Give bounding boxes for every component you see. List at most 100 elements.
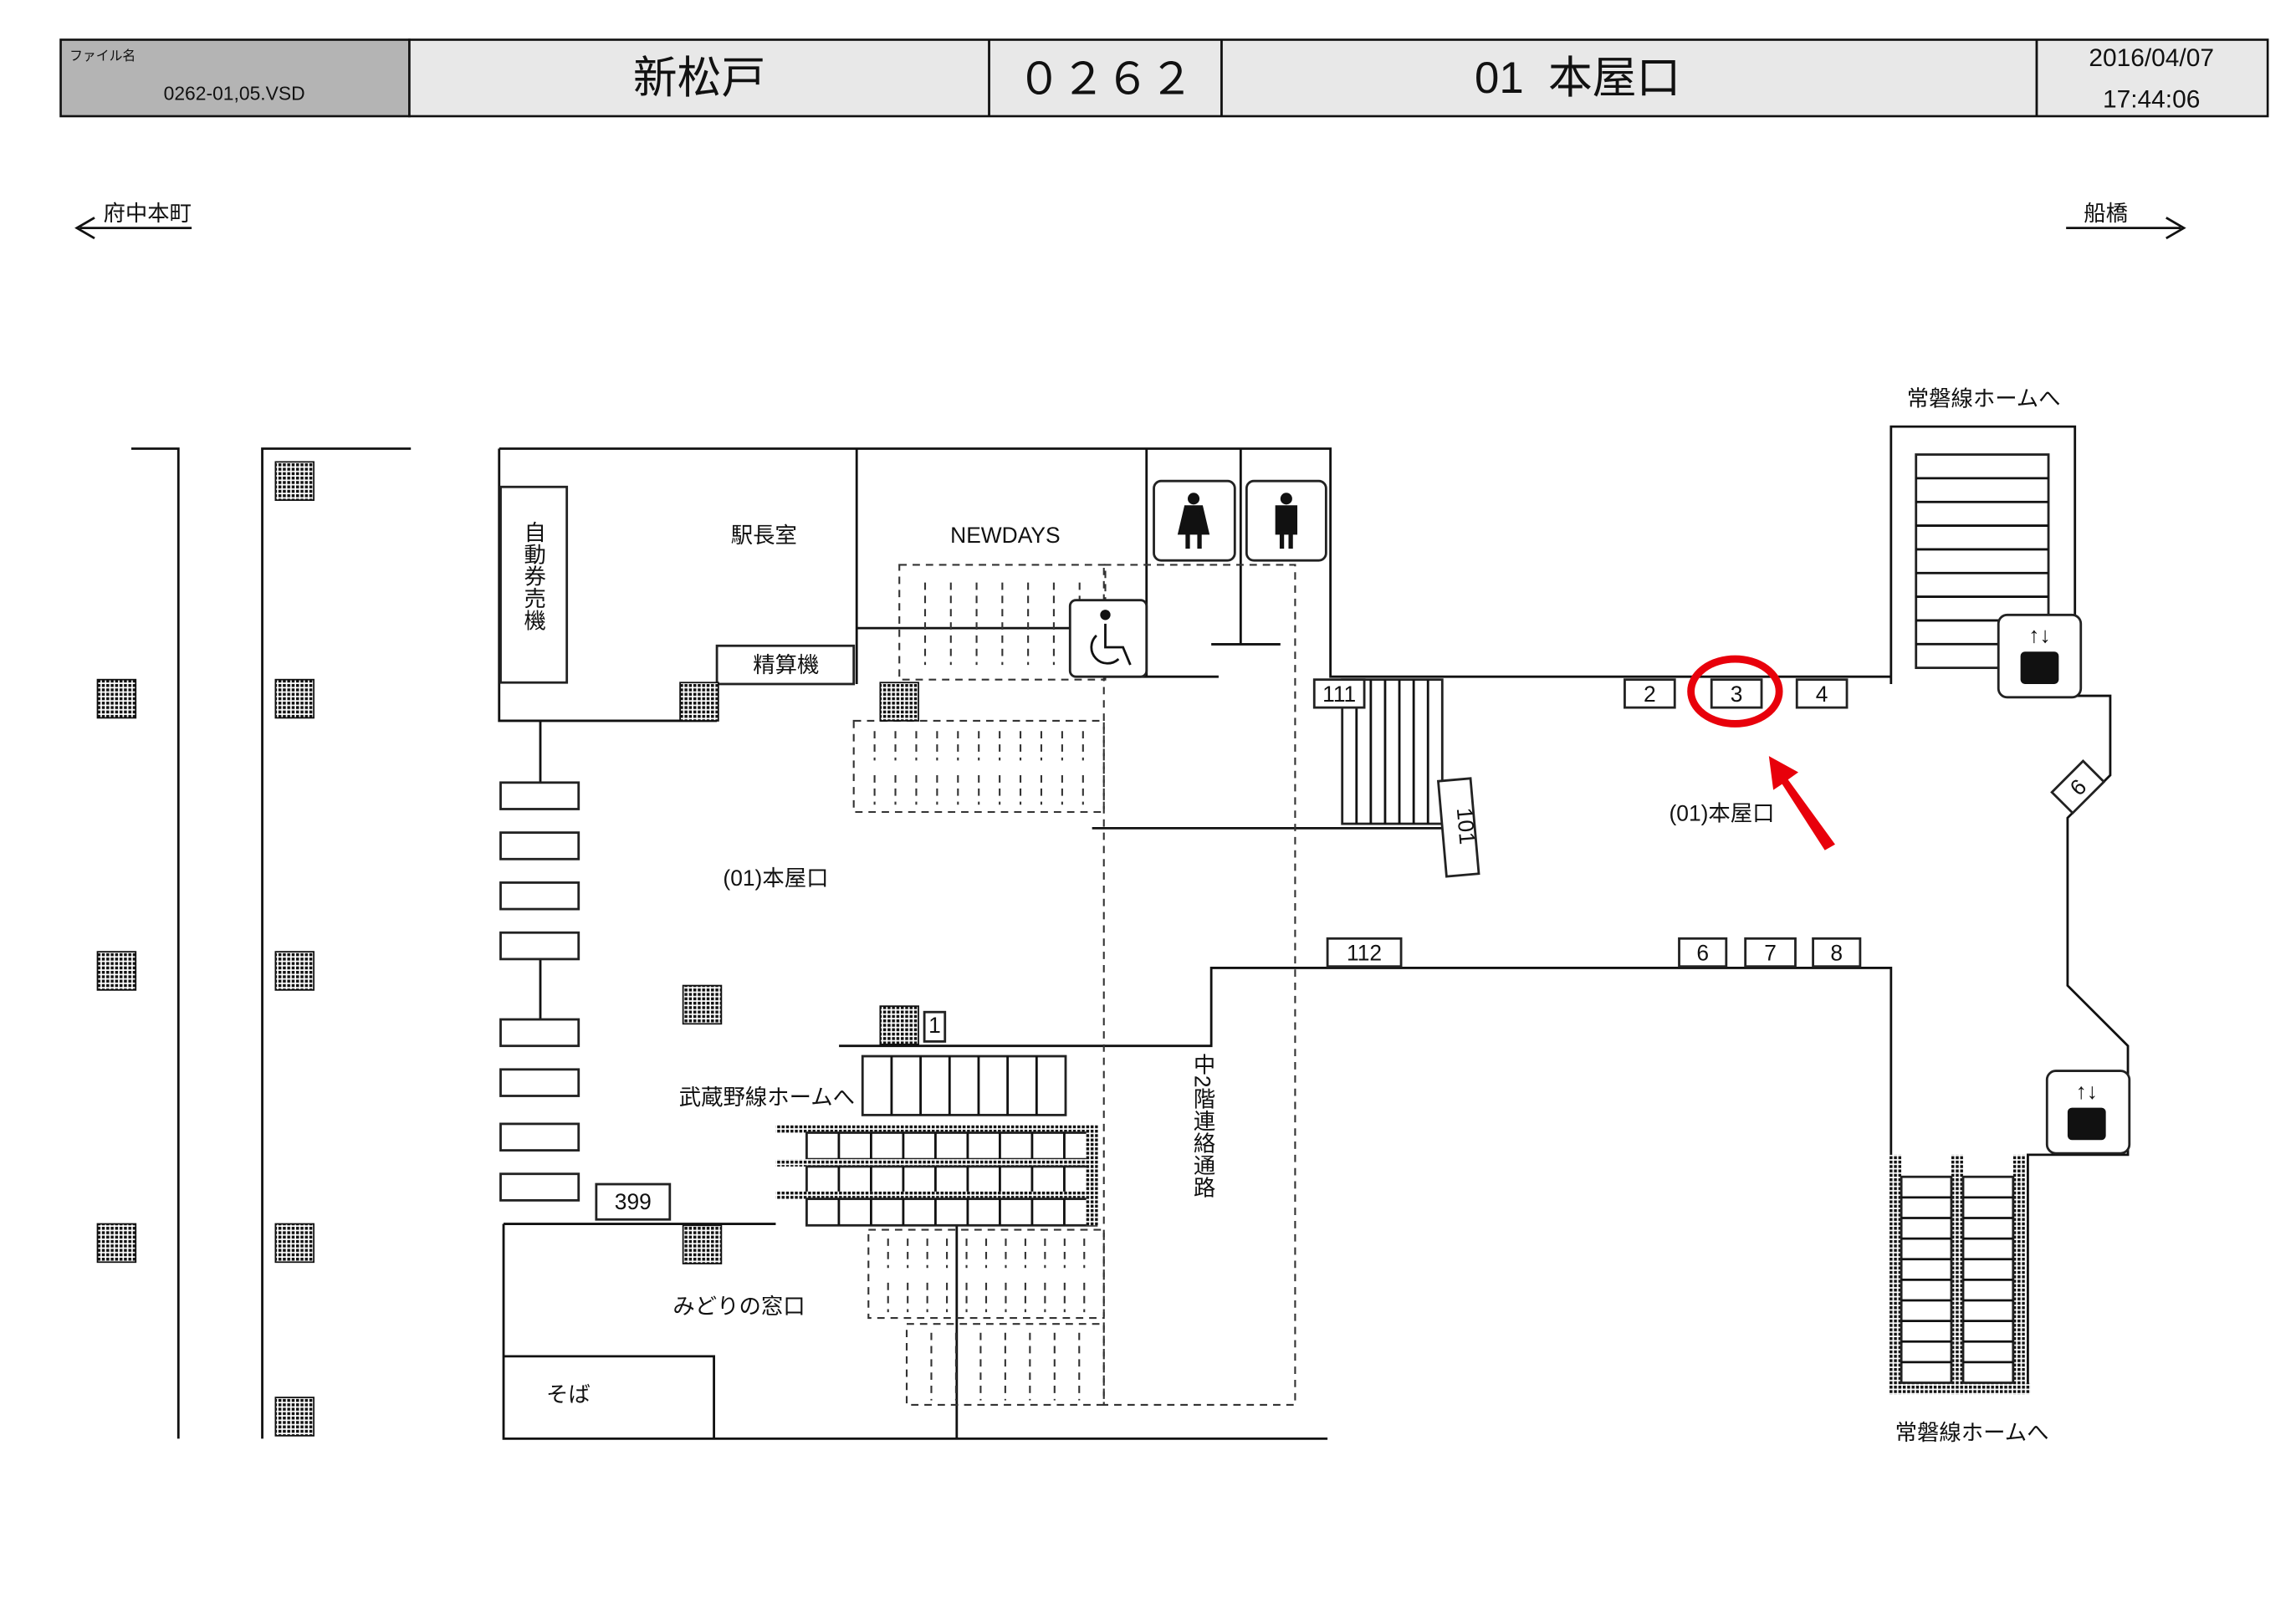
file-name: 0262-01,05.VSD — [164, 83, 305, 105]
svg-text:↑↓: ↑↓ — [2028, 623, 2050, 648]
direction-left-label: 府中本町 — [104, 201, 192, 226]
exit-title: 01 本屋口 — [1475, 54, 1680, 103]
musashino-line-label: 武蔵野線ホームへ — [679, 1085, 855, 1110]
ticket-gate — [499, 931, 580, 961]
ticket-gate — [499, 1018, 580, 1048]
stair-musashino — [861, 1055, 1067, 1116]
pillar — [274, 678, 314, 719]
svg-text:2: 2 — [1644, 682, 1656, 707]
ticket-gates — [499, 781, 580, 1202]
ticket-gate — [499, 881, 580, 911]
stair-edge — [1889, 1382, 2031, 1395]
walls — [498, 425, 2130, 1440]
pillar — [96, 1223, 137, 1264]
ticket-gate — [499, 831, 580, 861]
stair-dashed — [898, 564, 1107, 681]
file-label: ファイル名 — [69, 49, 136, 64]
mezzanine-outline — [1102, 564, 1296, 1406]
svg-text:8: 8 — [1830, 941, 1843, 966]
mezzanine-label: 中2階連絡通路 — [1190, 1053, 1215, 1198]
svg-text:101: 101 — [1452, 807, 1480, 845]
joban-line-label-top: 常磐線ホームへ — [1907, 386, 2061, 411]
arrow-left-icon — [74, 217, 192, 240]
svg-text:↑↓: ↑↓ — [2076, 1079, 2098, 1104]
svg-text:6: 6 — [1696, 941, 1709, 966]
direction-left: 府中本町 — [74, 201, 192, 240]
ticket-gate — [499, 1172, 580, 1202]
elevator-icon: ↑↓ — [1997, 613, 2083, 699]
highlight-arrow-icon — [1768, 756, 1835, 850]
exit-label-left: (01)本屋口 — [723, 866, 828, 891]
direction-right-label: 船橋 — [2084, 201, 2128, 226]
board-4: 4 — [1795, 678, 1849, 709]
exit-label-right: (01)本屋口 — [1670, 801, 1775, 826]
station-name: 新松戸 — [633, 54, 765, 103]
board-111: 111 — [1312, 678, 1366, 709]
newdays-label: NEWDAYS — [950, 523, 1060, 548]
stair-edge — [2012, 1154, 2025, 1395]
midori-window-label: みどりの窓口 — [672, 1294, 805, 1319]
fare-adjust-label: 精算機 — [753, 652, 819, 677]
stair-edge — [1951, 1154, 1964, 1395]
male-toilet-icon — [1245, 479, 1327, 562]
stair-flight — [805, 1131, 1098, 1161]
female-toilet-icon — [1153, 479, 1236, 562]
pillar — [274, 951, 314, 991]
highlight-circle — [1687, 655, 1783, 728]
arrow-right-icon — [2066, 217, 2186, 240]
pillar — [879, 682, 919, 722]
ticket-gate — [499, 1068, 580, 1097]
board-112: 112 — [1326, 937, 1403, 968]
svg-text:7: 7 — [1764, 941, 1777, 966]
station-code: ０２６２ — [1017, 55, 1194, 105]
title-block: ファイル名 0262-01,05.VSD 新松戸 ０２６２ 01 本屋口 201… — [59, 38, 2269, 118]
joban-line-label-bottom: 常磐線ホームへ — [1895, 1420, 2049, 1445]
ticket-gate — [499, 781, 580, 810]
svg-text:4: 4 — [1816, 682, 1828, 707]
stair-dashed — [852, 719, 1105, 814]
stair-edge — [1086, 1125, 1098, 1226]
stair-edge — [775, 1159, 1097, 1167]
station-master-label: 駅長室 — [731, 523, 797, 548]
svg-text:111: 111 — [1322, 682, 1356, 707]
pillar — [682, 1224, 723, 1264]
ticket-machine-label: 自動券売機 — [520, 521, 545, 631]
board-1: 1 — [923, 1010, 947, 1043]
direction-right: 船橋 — [2066, 201, 2186, 240]
ticket-gate — [499, 1122, 580, 1152]
board-101: 101 — [1436, 777, 1480, 878]
date: 2016/04/07 — [2089, 44, 2214, 72]
pillar — [274, 1223, 314, 1264]
stair-flight — [805, 1198, 1098, 1227]
pillars — [96, 461, 919, 1437]
pillar — [274, 461, 314, 501]
board-8: 8 — [1812, 937, 1862, 968]
pillar — [879, 1005, 919, 1045]
svg-text:1: 1 — [928, 1013, 941, 1038]
ticket-machine-area — [499, 485, 569, 684]
pillar — [682, 984, 723, 1025]
dashed-steps — [873, 582, 1086, 1401]
svg-text:3: 3 — [1731, 682, 1743, 707]
stair-dashed — [867, 1228, 1105, 1320]
elevator-icon: ↑↓ — [2045, 1070, 2131, 1155]
svg-text:399: 399 — [615, 1189, 652, 1214]
svg-text:112: 112 — [1347, 941, 1382, 966]
board-2: 2 — [1624, 678, 1676, 709]
board-6: 6 — [1678, 937, 1728, 968]
wheelchair-icon — [1068, 599, 1148, 678]
fare-adjust-machine — [715, 644, 856, 686]
stairs — [775, 453, 2050, 1395]
stair-edge — [775, 1125, 1097, 1133]
stair-edge — [1889, 1154, 1902, 1395]
pillar — [96, 678, 137, 719]
stair-flight — [805, 1165, 1098, 1195]
time: 17:44:06 — [2103, 85, 2200, 113]
pillar — [274, 1397, 314, 1437]
stair-edge — [775, 1191, 1097, 1199]
board-3[interactable]: 3 — [1710, 678, 1763, 709]
pillar — [96, 951, 137, 991]
board-7: 7 — [1744, 937, 1797, 968]
